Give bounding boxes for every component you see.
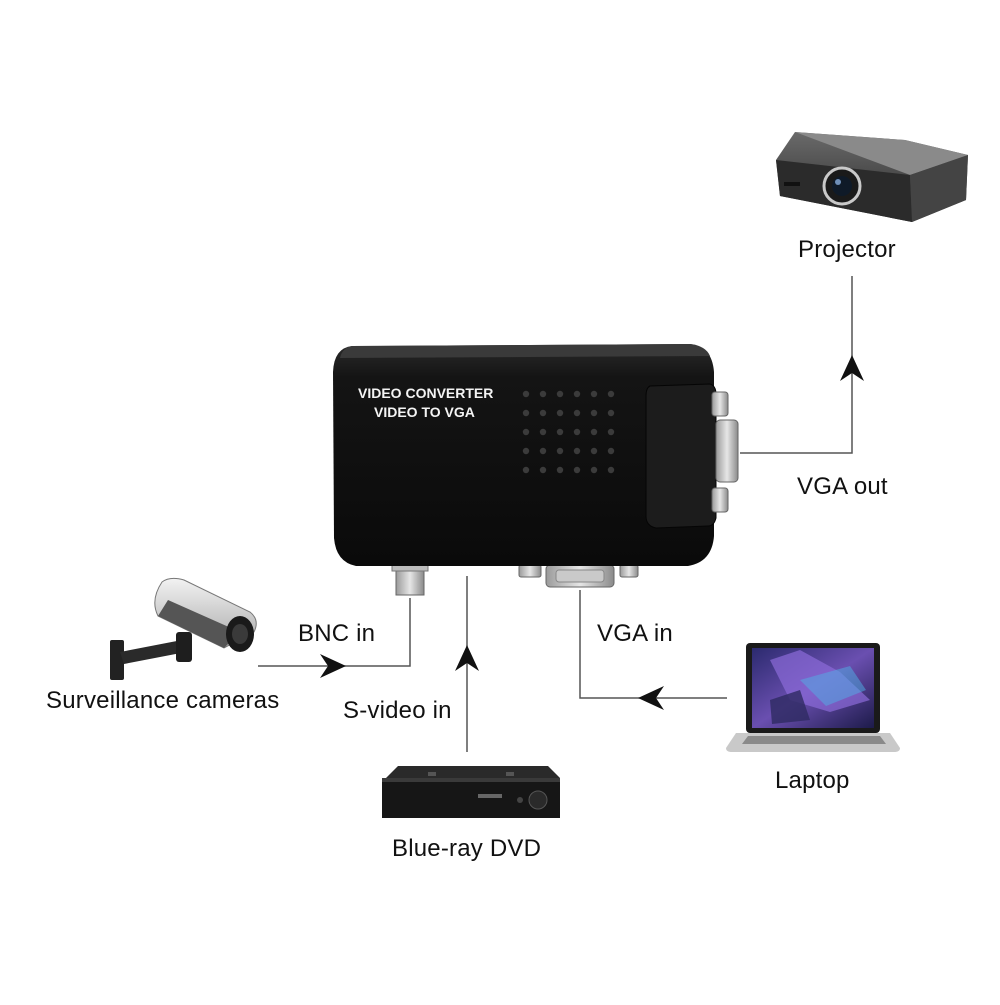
vent-hole xyxy=(539,409,547,417)
vent-hole xyxy=(590,409,598,417)
vent-hole xyxy=(522,447,530,455)
svideo-connector xyxy=(518,564,542,578)
vent-hole xyxy=(573,390,581,398)
vent-hole xyxy=(522,390,530,398)
vga-out-line xyxy=(740,276,853,454)
vent-hole xyxy=(607,447,615,455)
label-laptop: Laptop xyxy=(775,767,850,794)
vent-hole xyxy=(607,409,615,417)
label-vga-in: VGA in xyxy=(597,620,673,647)
vent-hole xyxy=(556,390,564,398)
vga-in-arrow-left xyxy=(638,686,664,710)
vent-hole xyxy=(573,428,581,436)
label-bnc-in: BNC in xyxy=(298,620,376,647)
vent-hole xyxy=(539,428,547,436)
connection-lines xyxy=(258,276,853,752)
vent-hole xyxy=(573,466,581,474)
vga-out-arrow-up xyxy=(840,355,864,381)
label-blue-ray-dvd: Blue-ray DVD xyxy=(392,835,542,862)
vent-hole xyxy=(573,447,581,455)
laptop-image xyxy=(726,643,900,752)
surveillance-camera-image xyxy=(110,577,257,680)
label-vga-out: VGA out xyxy=(797,473,888,500)
label-projector: Projector xyxy=(798,236,896,263)
vent-hole xyxy=(556,428,564,436)
vent-hole xyxy=(607,428,615,436)
label-surveillance-cameras: Surveillance cameras xyxy=(46,687,280,714)
label-svideo-in: S-video in xyxy=(343,697,452,724)
projector-image xyxy=(776,132,968,222)
bnc-in-arrow-right xyxy=(320,654,346,678)
vent-hole xyxy=(556,466,564,474)
vent-hole xyxy=(573,409,581,417)
vent-hole xyxy=(522,466,530,474)
vent-hole xyxy=(539,390,547,398)
vent-hole xyxy=(607,390,615,398)
vent-hole xyxy=(522,428,530,436)
vent-hole xyxy=(590,390,598,398)
device-title-line2: VIDEO TO VGA xyxy=(374,404,475,420)
arrowheads xyxy=(320,355,864,710)
svideo-in-arrow-up xyxy=(455,645,479,671)
vent-hole xyxy=(539,466,547,474)
vent-holes xyxy=(522,390,615,474)
vent-hole xyxy=(590,466,598,474)
dvd-player-image xyxy=(382,766,560,818)
vent-hole xyxy=(556,447,564,455)
vga-in-line xyxy=(579,590,727,699)
bnc-in-line xyxy=(258,598,411,667)
vent-hole xyxy=(539,447,547,455)
device-title-line1: VIDEO CONVERTER xyxy=(358,385,493,401)
vga-out-connector xyxy=(715,419,739,483)
vent-hole xyxy=(590,447,598,455)
vent-hole xyxy=(590,428,598,436)
vent-hole xyxy=(556,409,564,417)
video-converter-device: VIDEO CONVERTER VIDEO TO VGA xyxy=(333,344,739,596)
vent-hole xyxy=(607,466,615,474)
vent-hole xyxy=(522,409,530,417)
